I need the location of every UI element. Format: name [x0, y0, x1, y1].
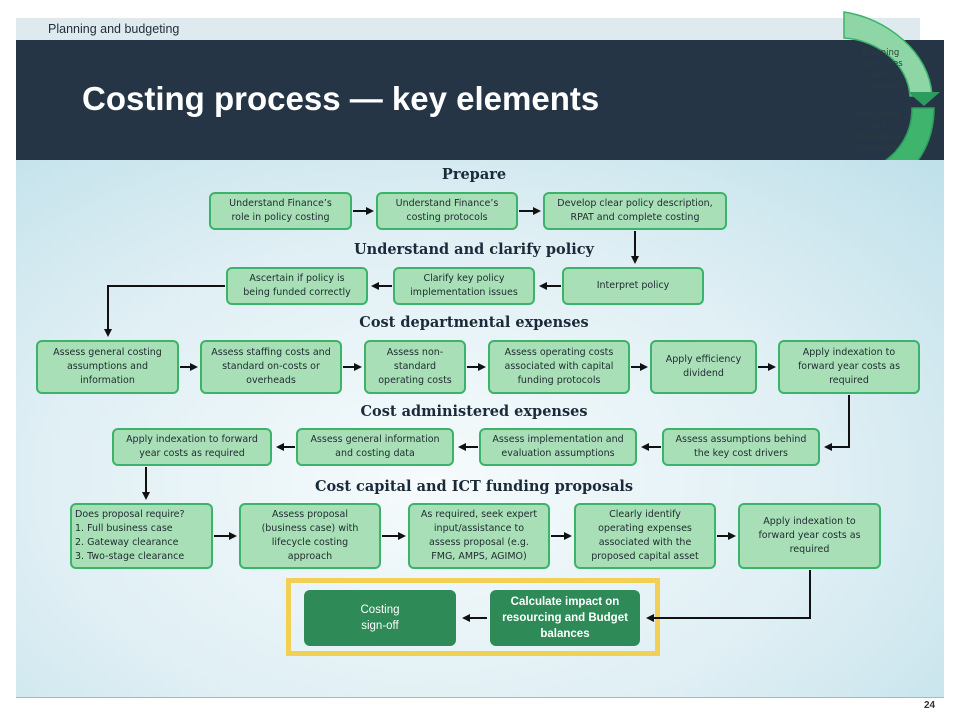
- box-clarify-issues: Clarify key policy implementation issues: [393, 267, 535, 305]
- cycle-label-planning: Planning objectives and strategies: [859, 48, 903, 92]
- box-finance-role: Understand Finance’s role in policy cost…: [209, 192, 352, 230]
- box-costing-sign-off: Costing sign-off: [304, 590, 456, 646]
- page-number: 24: [924, 700, 936, 711]
- arrow-c3-d1: [104, 285, 225, 337]
- box-indexation-administered: Apply indexation to forward year costs a…: [112, 428, 272, 466]
- box-indexation-capital: Apply indexation to forward year costs a…: [738, 503, 881, 569]
- arrow-d6-a1: [824, 395, 850, 451]
- section-title-administered: Cost administered expenses: [360, 403, 588, 420]
- box-indexation-departmental: Apply indexation to forward year costs a…: [778, 340, 920, 394]
- section-title-departmental: Cost departmental expenses: [359, 314, 589, 331]
- box-ascertain-funding: Ascertain if policy is being funded corr…: [226, 267, 368, 305]
- box-expert-input: As required, seek expert input/assistanc…: [408, 503, 550, 569]
- box-non-standard-costs: Assess non- standard operating costs: [364, 340, 466, 394]
- page-title: Costing process — key elements: [82, 80, 600, 117]
- box-interpret-policy: Interpret policy: [562, 267, 704, 305]
- arrow-k5-f1: [646, 570, 811, 622]
- box-costing-protocols: Understand Finance’s costing protocols: [376, 192, 518, 230]
- box-calculate-impact: Calculate impact on resourcing and Budge…: [490, 590, 640, 646]
- section-label: Planning and budgeting: [16, 18, 920, 40]
- cycle-upper-arrowhead: [908, 92, 940, 106]
- box-efficiency-dividend: Apply efficiency dividend: [650, 340, 757, 394]
- box-general-assumptions: Assess general costing assumptions and i…: [36, 340, 179, 394]
- cycle-label-budgeting: Budgeting and operational planning: [853, 110, 903, 154]
- box-proposal-requirements: Does proposal require? 1. Full business …: [70, 503, 213, 569]
- section-title-capital: Cost capital and ICT funding proposals: [314, 478, 634, 495]
- box-capital-operating-expenses: Clearly identify operating expenses asso…: [574, 503, 716, 569]
- header-bar: [16, 40, 944, 160]
- box-cost-drivers: Assess assumptions behind the key cost d…: [662, 428, 820, 466]
- box-implementation-assumptions: Assess implementation and evaluation ass…: [479, 428, 637, 466]
- box-lifecycle-costing: Assess proposal (business case) with lif…: [239, 503, 381, 569]
- box-policy-description: Develop clear policy description, RPAT a…: [543, 192, 727, 230]
- box-general-information: Assess general information and costing d…: [296, 428, 454, 466]
- section-title-clarify: Understand and clarify policy: [354, 241, 594, 258]
- section-title-prepare: Prepare: [441, 166, 507, 183]
- box-capital-operating-costs: Assess operating costs associated with c…: [488, 340, 630, 394]
- box-staffing-costs: Assess staffing costs and standard on-co…: [200, 340, 342, 394]
